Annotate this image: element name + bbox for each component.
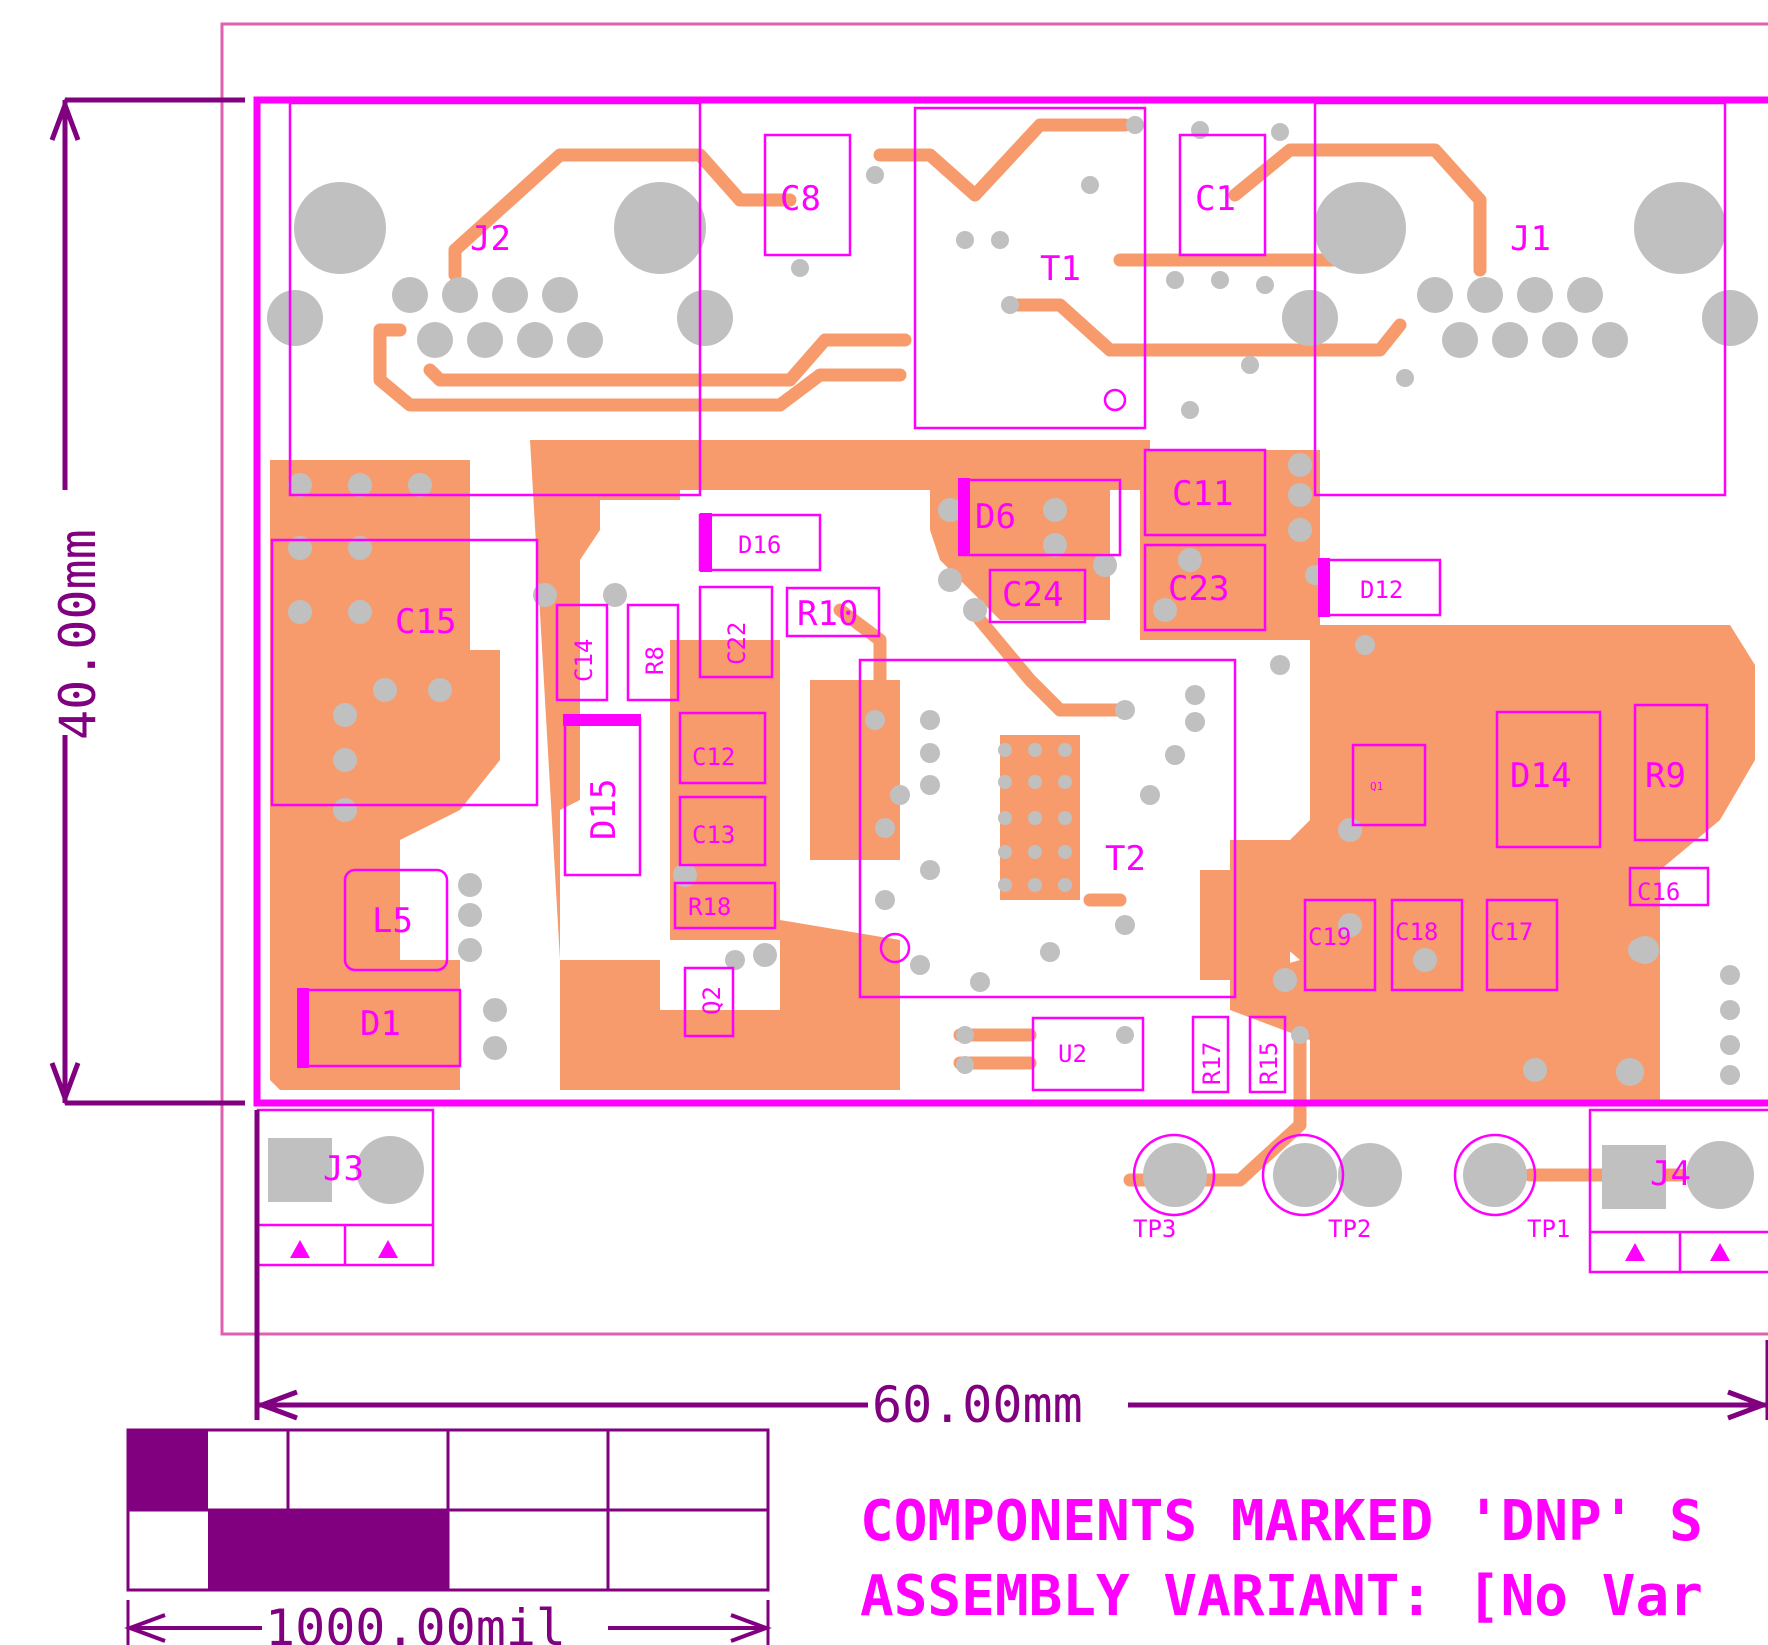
ref-c13: C13	[692, 821, 735, 849]
d14-outline	[1495, 710, 1602, 849]
c11-outline	[1143, 448, 1267, 537]
ref-c12: C12	[692, 743, 735, 771]
ref-l5: L5	[372, 901, 413, 941]
pads	[267, 116, 1758, 1209]
ref-r15: R15	[1255, 1042, 1283, 1085]
ref-d14: D14	[1510, 756, 1571, 796]
r18-outline	[673, 881, 777, 930]
ref-c19: C19	[1308, 923, 1351, 951]
ref-c1: C1	[1195, 179, 1236, 219]
dimension-lines	[49, 97, 1768, 1421]
ref-u2: U2	[1058, 1040, 1087, 1068]
ref-c14: C14	[570, 639, 598, 682]
c19-outline	[1303, 898, 1377, 992]
ref-tp3: TP3	[1133, 1215, 1176, 1243]
ref-c18: C18	[1395, 918, 1438, 946]
c15-outline	[270, 538, 539, 807]
q2-outline	[683, 966, 735, 1038]
c22-outline	[698, 585, 774, 679]
t1-outline	[913, 106, 1147, 430]
ref-d1: D1	[360, 1004, 401, 1044]
ref-tp1: TP1	[1527, 1215, 1570, 1243]
c24-outline	[988, 568, 1087, 624]
r15-outline	[1248, 1015, 1287, 1094]
ref-t2: T2	[1105, 839, 1146, 879]
ref-c24: C24	[1002, 575, 1063, 615]
c14-outline	[555, 603, 609, 702]
q1-outline	[1351, 743, 1427, 827]
r10-outline	[785, 586, 881, 638]
height-dimension-label: 40.00mm	[49, 529, 107, 740]
ref-t1: T1	[1040, 249, 1081, 289]
c12-outline	[678, 711, 767, 785]
ref-c16: C16	[1637, 878, 1680, 906]
c16-outline	[1628, 866, 1710, 907]
ref-c15: C15	[395, 602, 456, 642]
ref-j4: J4	[1650, 1154, 1691, 1194]
polarity-marks	[290, 478, 1730, 1261]
c1-outline	[1178, 133, 1267, 257]
r17-outline	[1191, 1015, 1230, 1094]
c17-outline	[1485, 898, 1559, 992]
c18-outline	[1390, 898, 1464, 992]
ref-c8: C8	[780, 179, 821, 219]
ref-j2: J2	[470, 219, 511, 259]
ref-d16: D16	[738, 531, 781, 559]
r9-outline	[1633, 703, 1709, 842]
designators: J2 J1 C8 C1 T1 C11 C23 D6 C24 D16 D12 R1…	[323, 179, 1691, 1243]
ref-c17: C17	[1490, 918, 1533, 946]
ref-r18: R18	[688, 893, 731, 921]
ref-tp2: TP2	[1328, 1215, 1371, 1243]
ref-d12: D12	[1360, 576, 1403, 604]
ref-q1: Q1	[1370, 780, 1383, 793]
ref-j3: J3	[323, 1149, 364, 1189]
ref-j1: J1	[1510, 219, 1551, 259]
ref-r10: R10	[797, 594, 858, 634]
ref-c11: C11	[1172, 474, 1233, 514]
ref-c23: C23	[1168, 569, 1229, 609]
l5-outline	[343, 868, 449, 972]
silkscreen-outlines	[256, 101, 1768, 1274]
c8-outline	[763, 133, 852, 257]
t2-outline	[858, 658, 1237, 999]
ref-c22: C22	[723, 622, 751, 665]
ref-r17: R17	[1198, 1042, 1226, 1085]
ref-q2: Q2	[698, 986, 726, 1015]
ref-r8: R8	[641, 646, 669, 675]
ref-d15: D15	[584, 779, 624, 840]
ref-d6: D6	[975, 497, 1016, 537]
note-line-2: ASSEMBLY VARIANT: [No Var	[860, 1564, 1703, 1629]
width-dimension-label: 60.00mm	[872, 1376, 1083, 1434]
u2-outline	[1031, 1016, 1145, 1092]
r8-outline	[626, 603, 680, 702]
ref-r9: R9	[1645, 756, 1686, 796]
note-line-1: COMPONENTS MARKED 'DNP' S	[860, 1489, 1703, 1554]
board-edge	[253, 96, 1768, 1107]
c23-outline	[1143, 543, 1267, 632]
board-outline	[220, 22, 1768, 1336]
scale-bar	[124, 1428, 772, 1645]
c13-outline	[678, 795, 767, 867]
scale-bar-label: 1000.00mil	[265, 1599, 566, 1645]
